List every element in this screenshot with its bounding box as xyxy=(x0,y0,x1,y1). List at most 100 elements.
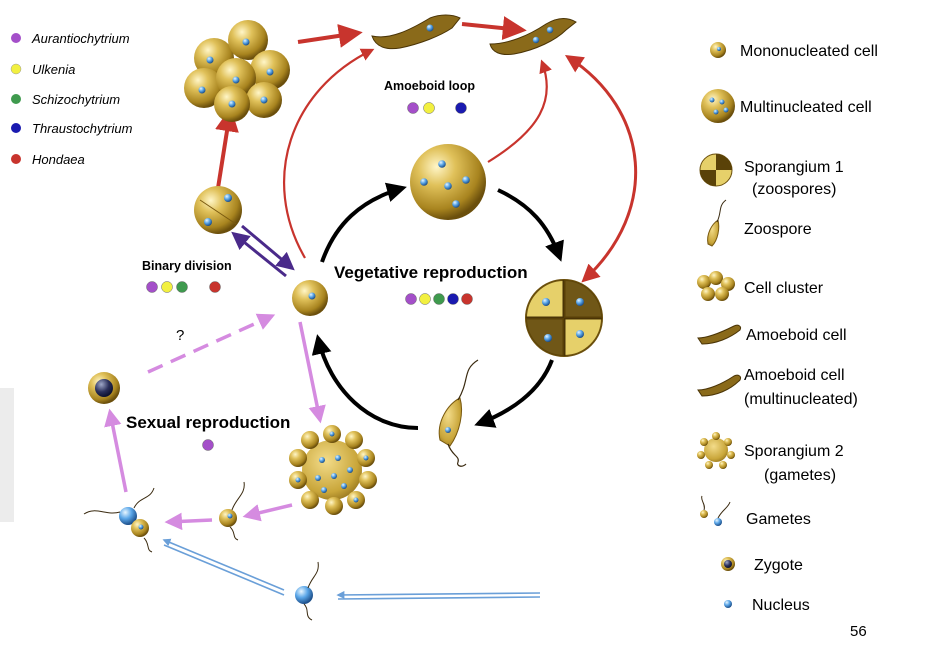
species-label: Ulkenia xyxy=(32,62,75,77)
gamete-cell xyxy=(219,481,245,541)
red-arrow-cluster-to-amoeboid xyxy=(297,23,363,48)
legend-multinucleated: Multinucleated cell xyxy=(701,89,872,123)
vegetative-cycle-arrows xyxy=(311,182,564,430)
multinucleated-cell-icon xyxy=(701,89,735,123)
legend-mononucleated: Mononucleated cell xyxy=(710,42,878,60)
legend-sporangium-1: Sporangium 1 (zoospores) xyxy=(699,153,844,198)
legend-zoospore: Zoospore xyxy=(707,199,812,247)
species-label: Thraustochytrium xyxy=(32,121,133,136)
species-dot xyxy=(176,281,188,293)
legend-zoospore-label: Zoospore xyxy=(744,221,812,238)
pink-arrow-mono-to-sporangium2 xyxy=(298,321,326,424)
binary-division-cell-icon xyxy=(194,186,242,234)
legend-amoeboid-label: Amoeboid cell xyxy=(746,327,847,344)
amoeboid-loop-species-dots xyxy=(407,102,467,114)
vegetative-label: Vegetative reproduction xyxy=(334,263,528,282)
legend-item-schizochytrium: Schizochytrium xyxy=(11,92,120,107)
legend-zygote-label: Zygote xyxy=(754,557,803,574)
species-dot xyxy=(202,439,214,451)
gamete-gold-icon xyxy=(700,510,708,518)
vegetative-species-dots xyxy=(405,293,473,305)
legend-sporangium-1-label: Sporangium 1 xyxy=(744,159,844,176)
blue-arrow-gamete-to-fusion-2 xyxy=(163,544,285,596)
legend-amoeboid-multi-sublabel: (multinucleated) xyxy=(744,391,858,408)
sexual-arrows xyxy=(104,313,326,531)
legend-sporangium-2-sublabel: (gametes) xyxy=(764,467,836,484)
species-legend: Aurantiochytrium Ulkenia Schizochytrium … xyxy=(10,31,133,167)
legend-gametes: Gametes xyxy=(700,495,811,528)
species-dot xyxy=(405,293,417,305)
legend-multinucleated-label: Multinucleated cell xyxy=(740,99,872,116)
cell-type-legend: Mononucleated cell Multinucleated cell S… xyxy=(697,42,878,614)
legend-zygote: Zygote xyxy=(721,557,803,574)
sexual-species-dots xyxy=(202,439,214,451)
species-dot xyxy=(433,293,445,305)
black-arrow-sporangium-to-zoospore xyxy=(474,359,554,428)
pink-dashed-zygote-to-mono xyxy=(147,313,276,374)
species-dot-aurantiochytrium xyxy=(11,33,21,43)
purple-arrow-to-binary xyxy=(231,231,287,278)
species-dot-schizochytrium xyxy=(11,94,21,104)
red-arrow-amoeboid-to-multi-amoeboid xyxy=(461,16,527,41)
amoeboid-cell-icon xyxy=(371,14,461,50)
binary-division-arrows xyxy=(231,224,295,278)
blue-gamete-cell xyxy=(295,561,319,621)
sexual-label: Sexual reproduction xyxy=(126,413,290,432)
blue-arrow-right-to-gamete xyxy=(336,590,541,599)
mononucleated-cell-center xyxy=(292,280,328,316)
species-label: Aurantiochytrium xyxy=(31,31,130,46)
multinucleated-amoeboid-icon xyxy=(489,17,577,55)
legend-item-hondaea: Hondaea xyxy=(11,152,85,167)
legend-nucleus: Nucleus xyxy=(724,597,810,614)
red-arrow-mono-to-amoeboid xyxy=(283,48,375,259)
species-dot xyxy=(419,293,431,305)
binary-division-species-dots xyxy=(146,281,221,293)
sporangium-1-cell xyxy=(525,279,603,357)
legend-cell-cluster: Cell cluster xyxy=(697,271,824,301)
legend-cell-cluster-label: Cell cluster xyxy=(744,280,824,297)
legend-nucleus-label: Nucleus xyxy=(752,597,810,614)
black-arrow-multi-to-sporangium xyxy=(497,188,564,262)
species-dot xyxy=(407,102,419,114)
gamete-fusion xyxy=(83,487,155,553)
blue-arrows xyxy=(162,538,541,600)
zoospore-icon xyxy=(707,219,720,247)
species-dot xyxy=(209,281,221,293)
species-dot-thraustochytrium xyxy=(11,123,21,133)
amoeboid-loop-arrows xyxy=(215,16,638,283)
nucleus-icon xyxy=(724,600,732,608)
pink-arrow-fusion-to-zygote xyxy=(104,408,128,493)
multinucleated-amoeboid-legend-icon xyxy=(697,374,741,397)
red-arrow-multi-to-multi-amoeboid xyxy=(487,59,552,163)
legend-amoeboid: Amoeboid cell xyxy=(697,324,847,345)
binary-division-label: Binary division xyxy=(142,259,232,273)
zoospore-cell xyxy=(438,359,479,467)
multinucleated-cell-center xyxy=(410,144,486,220)
amoeboid-legend-icon xyxy=(697,324,741,345)
legend-sporangium-1-sublabel: (zoospores) xyxy=(752,181,836,198)
page-number: 56 xyxy=(850,623,867,640)
species-dot xyxy=(447,293,459,305)
species-dot xyxy=(161,281,173,293)
black-arrow-zoospore-to-mono xyxy=(311,334,419,430)
red-arrow-sporangium-to-multi-amoeboid xyxy=(564,55,638,283)
zygote-cell xyxy=(88,372,120,404)
blue-arrow-right-to-gamete-2 xyxy=(337,596,541,600)
sporangium-2-cell xyxy=(289,425,377,515)
pink-arrow-gamete-to-fusion xyxy=(164,512,213,531)
species-dot-ulkenia xyxy=(10,63,22,75)
legend-item-ulkenia: Ulkenia xyxy=(10,62,75,77)
species-label: Schizochytrium xyxy=(32,92,120,107)
gamete-blue-icon xyxy=(714,518,722,526)
legend-gametes-label: Gametes xyxy=(746,511,811,528)
black-arrow-mono-to-multi xyxy=(320,182,407,263)
species-dot xyxy=(455,102,467,114)
species-dot xyxy=(461,293,473,305)
legend-item-aurantiochytrium: Aurantiochytrium xyxy=(11,31,130,46)
legend-amoeboid-multi: Amoeboid cell (multinucleated) xyxy=(697,367,858,408)
cell-cluster-legend-icon xyxy=(697,271,735,301)
species-dot xyxy=(146,281,158,293)
cell-cluster-icon xyxy=(184,20,290,122)
species-label: Hondaea xyxy=(32,152,85,167)
